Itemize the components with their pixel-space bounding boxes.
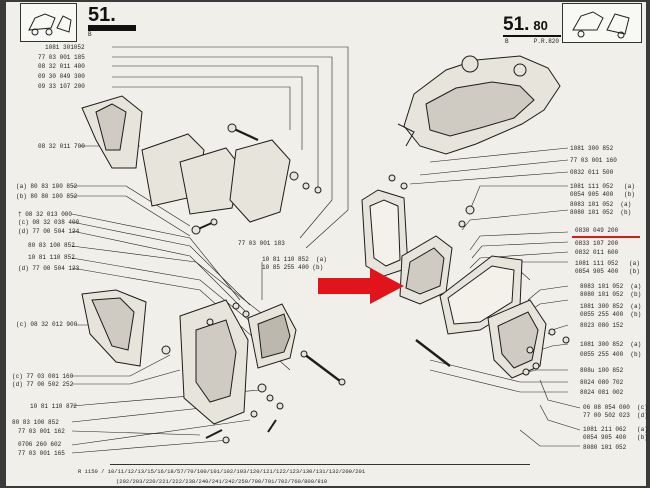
label: 8083 101 052 (a): [570, 201, 632, 208]
label: 77 03 001 185: [38, 54, 85, 61]
label: 10 85 255 400 (b): [262, 264, 324, 271]
label: † 08 32 013 000: [18, 211, 73, 218]
vehicle-thumbnail-left: [20, 3, 77, 42]
footer-applicability-2: (202/203/220/221/222/238/240/241/242/250…: [116, 478, 328, 485]
cushion-bracket: [229, 139, 291, 223]
label: 8024 081 002: [580, 389, 624, 396]
label: 8023 080 152: [580, 322, 624, 329]
label: (c) 08 32 038 400: [18, 219, 80, 226]
vehicle-thumbnail-right: [562, 3, 642, 43]
label: 77 03 001 165: [18, 450, 65, 457]
label: 0832 011 600: [575, 249, 619, 256]
label: 10 81 110 852: [28, 254, 75, 261]
label: 1081 111 052 (a): [570, 183, 635, 190]
highlighted-part-number: 0830 049 200: [575, 227, 619, 234]
label: 0833 107 200: [575, 240, 619, 247]
label: 808u 100 852: [580, 367, 624, 374]
label: (c) 77 03 001 160: [12, 373, 74, 380]
label: 1081 300 852 (a): [580, 341, 642, 348]
label: 08 32 011 400: [38, 63, 85, 70]
label: 0855 255 400 (b): [580, 311, 642, 318]
label: 09 30 049 300: [38, 73, 85, 80]
footer-rule: [110, 464, 530, 465]
label: 77 03 001 183: [238, 240, 285, 247]
label: 08 32 011 700: [38, 143, 85, 150]
label: 0854 905 400 (b): [583, 434, 648, 441]
footer-applicability: R 1150 / 10/11/12/13/15/16/18/57/70/100/…: [78, 468, 366, 475]
page-number-underline-right: [503, 35, 561, 37]
label: 80 83 100 852: [12, 419, 59, 426]
label: 10 81 110 852 (a): [262, 256, 327, 263]
label: 8083 101 052 (a): [580, 283, 642, 290]
label: 77 03 001 160: [570, 157, 617, 164]
page-number-right: 51.80: [503, 14, 548, 35]
label: 80 83 100 852: [28, 242, 75, 249]
label: 8024 080 702: [580, 379, 624, 386]
label: (b) 80 80 100 852: [16, 193, 78, 200]
label: 8080 101 052: [583, 444, 627, 451]
label: 0832 011 500: [570, 169, 614, 176]
label: 0855 255 400 (b): [580, 351, 642, 358]
label: 1081 300 852 (a): [580, 303, 642, 310]
label: 8080 101 052 (b): [580, 291, 642, 298]
label: 0854 905 400 (b): [570, 191, 635, 198]
label: 09 33 107 200: [38, 83, 85, 90]
label: (d) 77 00 504 123: [18, 265, 80, 272]
page-sub-right: B P.R.820: [505, 38, 560, 45]
label: 77 00 502 023 (d): [583, 412, 648, 419]
label: (d) 77 00 502 252: [12, 381, 74, 388]
label: 0854 905 400 (b): [575, 268, 640, 275]
red-underline: [572, 236, 640, 238]
label: 0706 260 602: [18, 441, 62, 448]
page-number-left: 51.: [88, 4, 116, 26]
label: 1081 301052: [45, 44, 85, 51]
page-number-underline-left: [88, 25, 136, 31]
label: (a) 80 83 100 852: [16, 183, 78, 190]
label: 10 81 110 872: [30, 403, 77, 410]
red-pointer-arrow: [318, 268, 404, 304]
label: 8080 101 052 (b): [570, 209, 632, 216]
label: 77 03 001 162: [18, 428, 65, 435]
label: 1081 211 062 (a): [583, 426, 648, 433]
label: (c) 08 32 012 900: [16, 321, 78, 328]
page-sub-left: B: [88, 31, 92, 38]
label: 1081 300 852: [570, 145, 614, 152]
label: 1081 111 052 (a): [575, 260, 640, 267]
label: 06 08 054 000 (c): [583, 404, 648, 411]
label: (d) 77 00 504 124: [18, 228, 80, 235]
